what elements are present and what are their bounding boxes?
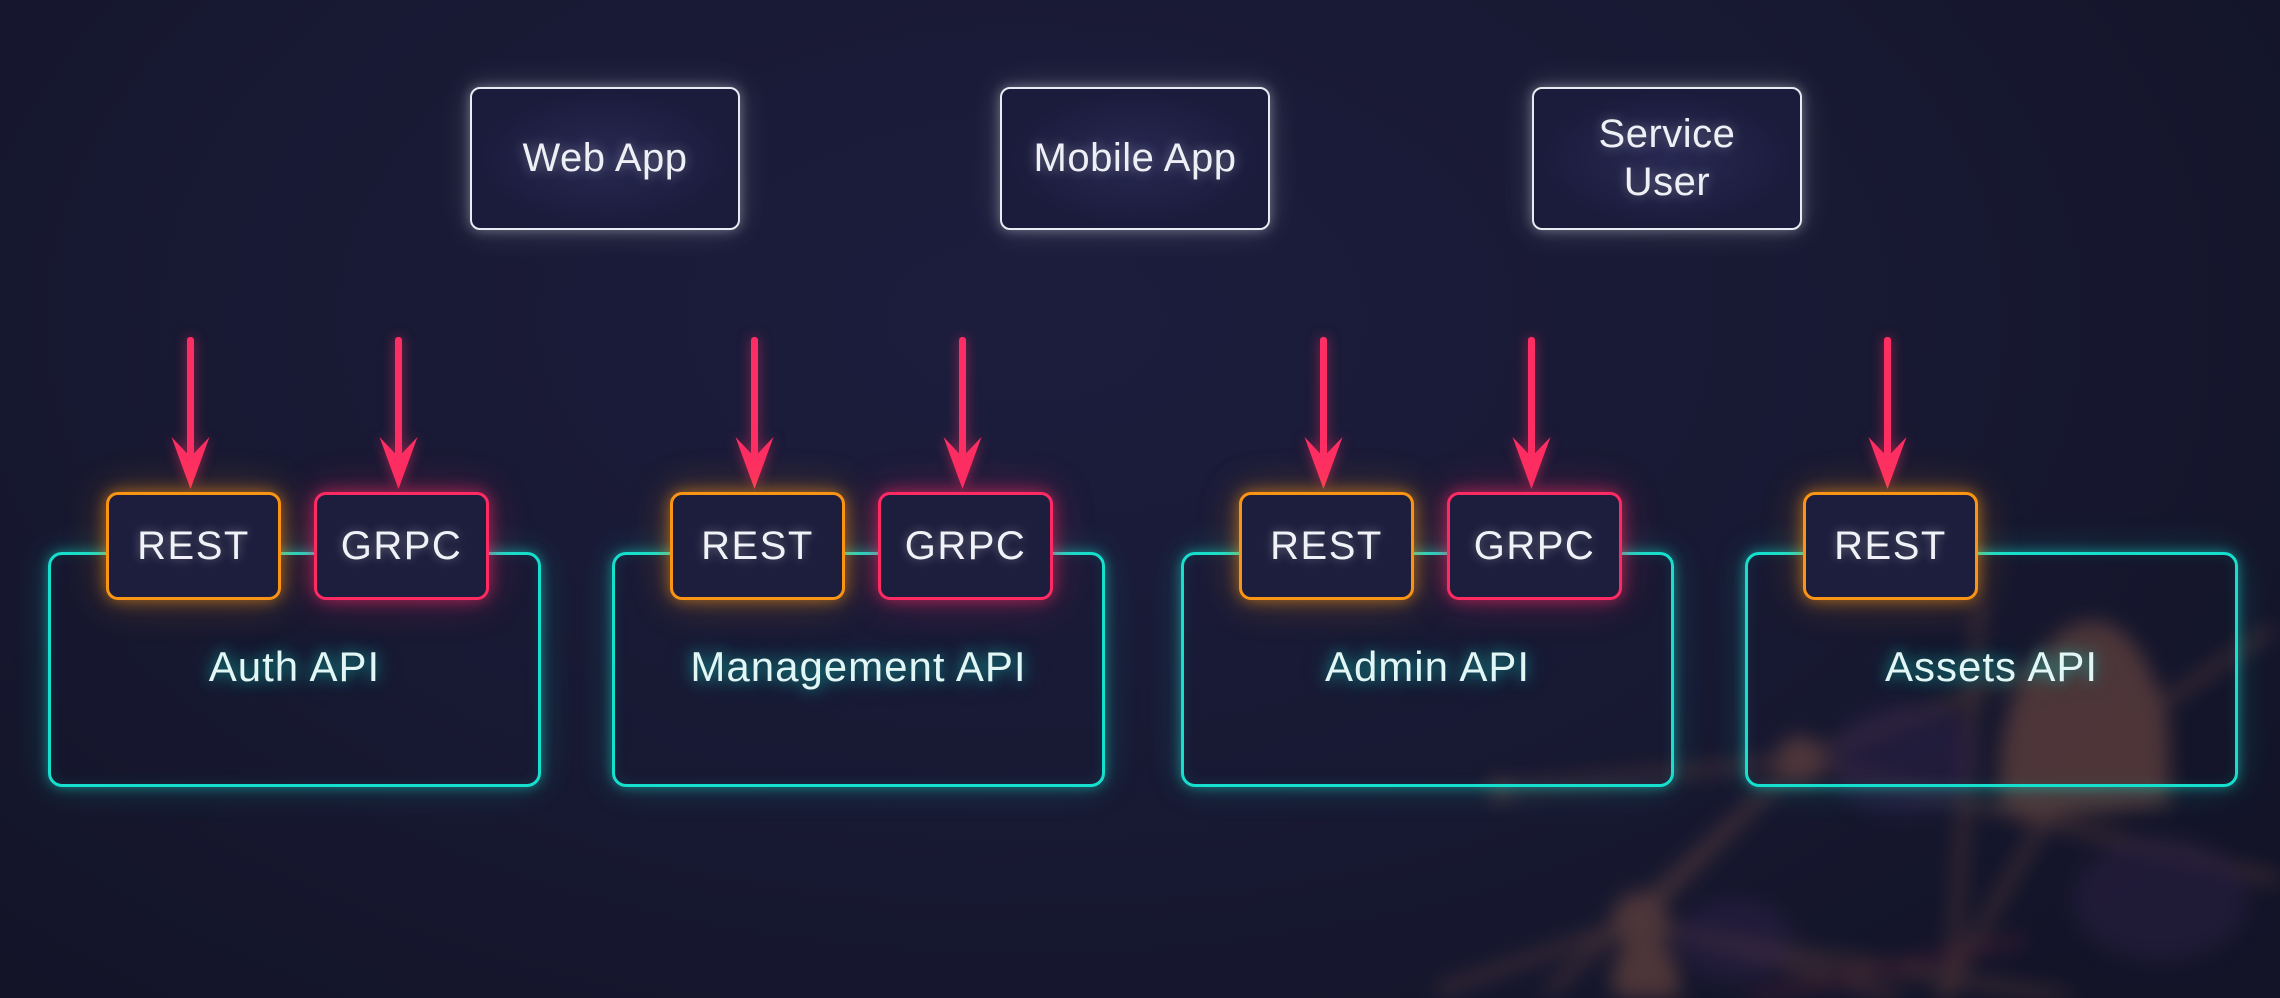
service-label: Auth API <box>208 643 381 690</box>
flow-arrow <box>1304 337 1343 489</box>
flow-arrow <box>735 337 774 489</box>
service-box-auth-api: REST GRPC Auth API <box>48 492 541 787</box>
endpoint-label: REST <box>137 523 250 568</box>
endpoint-label: GRPC <box>1473 523 1596 568</box>
flow-arrow <box>379 337 418 489</box>
endpoint-label: GRPC <box>904 523 1027 568</box>
flow-arrow <box>171 337 210 489</box>
client-label: Web App <box>522 135 688 180</box>
service-box-admin-api: REST GRPC Admin API <box>1181 492 1674 787</box>
endpoint-label: REST <box>1834 523 1947 568</box>
service-box-assets-api: REST Assets API <box>1745 492 2238 787</box>
client-label: Mobile App <box>1033 135 1237 180</box>
service-label: Admin API <box>1324 643 1531 690</box>
endpoint-chip-rest: REST <box>1803 492 1978 600</box>
endpoint-label: GRPC <box>340 523 463 568</box>
flow-arrow <box>1512 337 1551 489</box>
service-label: Management API <box>690 643 1027 690</box>
service-box-management-api: REST GRPC Management API <box>612 492 1105 787</box>
client-box-web-app: Web App <box>470 87 740 230</box>
service-label: Assets API <box>1884 643 2099 690</box>
endpoint-chip-rest: REST <box>106 492 281 600</box>
endpoint-label: REST <box>1270 523 1383 568</box>
endpoint-chip-grpc: GRPC <box>1447 492 1622 600</box>
endpoint-chip-grpc: GRPC <box>878 492 1053 600</box>
endpoint-chip-grpc: GRPC <box>314 492 489 600</box>
endpoint-label: REST <box>701 523 814 568</box>
client-box-mobile-app: Mobile App <box>1000 87 1270 230</box>
flow-arrow <box>943 337 982 489</box>
flow-arrow <box>1868 337 1907 489</box>
client-label: Service User <box>1598 112 1736 204</box>
endpoint-chip-rest: REST <box>1239 492 1414 600</box>
client-box-service-user: Service User <box>1532 87 1802 230</box>
endpoint-chip-rest: REST <box>670 492 845 600</box>
